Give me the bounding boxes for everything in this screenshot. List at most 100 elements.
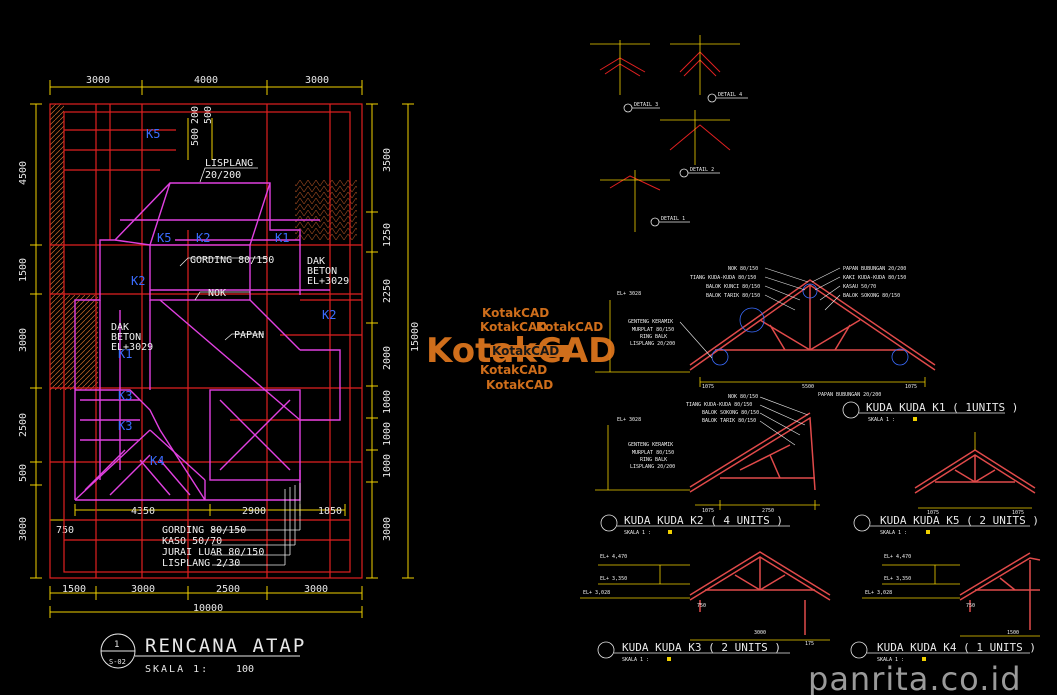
k2-eave-4: LISPLANG 20/200 bbox=[630, 464, 675, 470]
k4-elev-3: EL+ 3,028 bbox=[865, 590, 892, 596]
dim-bottom-1: 1500 bbox=[62, 584, 86, 595]
dim-small-3: 200 bbox=[190, 106, 201, 124]
k5-dim-2: 1075 bbox=[1012, 510, 1024, 516]
k2-dim-1: 1075 bbox=[702, 508, 714, 514]
k2-elevation: EL+ 3028 bbox=[617, 417, 641, 423]
k4-title-block: KUDA KUDA K4 ( 1 UNITS ) SKALA 1 : bbox=[850, 641, 1036, 663]
label-papan: PAPAN bbox=[234, 330, 264, 341]
roof-plan: 3000 4000 3000 1500 3000 2500 3000 10000… bbox=[18, 75, 421, 675]
dim-right-group: 3500 1250 2250 2000 1000 1000 1000 3000 … bbox=[190, 106, 421, 541]
watermark-small-4: KotakCAD bbox=[480, 363, 547, 377]
watermark-small-3: KotakCAD bbox=[536, 320, 603, 334]
label-dak-right-2: BETON bbox=[307, 266, 337, 277]
plan-scale-value: 100 bbox=[236, 664, 254, 675]
k2-eave-2: MURPLAT 80/150 bbox=[632, 450, 674, 456]
watermark-small-5: KotakCAD bbox=[486, 378, 553, 392]
k2-title-block: KUDA KUDA K2 ( 4 UNITS ) SKALA 1 : bbox=[600, 514, 790, 536]
k5-dim-1: 1075 bbox=[927, 510, 939, 516]
legend-lisplang: LISPLANG 2/30 bbox=[162, 558, 240, 569]
plan-title: RENCANA ATAP bbox=[145, 635, 306, 657]
k2-eave-3: RING BALK bbox=[640, 457, 667, 463]
k1-note-l3: BALOK KUNCI 80/150 bbox=[706, 284, 760, 290]
dim-small-2: 500 bbox=[203, 106, 214, 124]
truss-k2: NOK 80/150 TIANG KUDA-KUDA 80/150 BALOK … bbox=[595, 392, 881, 536]
truss-tag-k2-b: K2 bbox=[131, 274, 145, 288]
k1-note-l1: NOK 80/150 bbox=[728, 266, 758, 272]
k1-scale: SKALA 1 : bbox=[868, 417, 895, 423]
dim-small-1: 500 bbox=[190, 128, 201, 146]
k3-elev-3: EL+ 3,028 bbox=[583, 590, 610, 596]
label-lisplang-size: 20/200 bbox=[205, 170, 241, 181]
k1-eave-3: RING BALK bbox=[640, 334, 667, 340]
k2-ridge-note: PAPAN BUBUNGAN 20/200 bbox=[818, 392, 881, 398]
sheet-number: 1 bbox=[114, 640, 119, 650]
k1-note-r4: BALOK SOKONG 80/150 bbox=[843, 293, 900, 299]
dim-inner-1: 4350 bbox=[131, 506, 155, 517]
dim-left-2: 1500 bbox=[18, 258, 29, 282]
k3-elev-1: EL+ 4,470 bbox=[600, 554, 627, 560]
truss-tag-k4: K4 bbox=[150, 454, 164, 468]
k2-note-3: BALOK SOKONG 80/150 bbox=[702, 410, 759, 416]
label-nok: NOK bbox=[208, 288, 226, 299]
k1-note-r3: KASAU 50/70 bbox=[843, 284, 876, 290]
k3-elev-2: EL+ 3,350 bbox=[600, 576, 627, 582]
dim-left-6: 3000 bbox=[18, 517, 29, 541]
label-lisplang: LISPLANG bbox=[205, 158, 253, 169]
plan-roof-lines bbox=[74, 182, 341, 501]
label-dak-right-1: DAK bbox=[307, 256, 325, 267]
k1-title: KUDA KUDA K1 ( 1UNITS ) bbox=[866, 401, 1018, 414]
truss-tag-k2-c: K2 bbox=[322, 308, 336, 322]
label-dak-left-1: DAK bbox=[111, 322, 129, 333]
k1-eave-4: LISPLANG 20/200 bbox=[630, 341, 675, 347]
dim-inner-4: 750 bbox=[56, 525, 74, 536]
k2-eave-1: GENTENG KERAMIK bbox=[628, 442, 673, 448]
dim-top-1: 3000 bbox=[86, 75, 110, 86]
dim-right-5: 1000 bbox=[382, 390, 393, 414]
sheet-code: S-02 bbox=[109, 658, 126, 666]
dim-top-3: 3000 bbox=[305, 75, 329, 86]
dim-left-group: 4500 1500 3000 2500 500 3000 bbox=[18, 161, 29, 541]
dim-top-2: 4000 bbox=[194, 75, 218, 86]
legend-jurai: JURAI LUAR 80/150 bbox=[162, 547, 264, 558]
wall-hatch-left bbox=[50, 104, 64, 390]
k4-elev-2: EL+ 3,350 bbox=[884, 576, 911, 582]
site-watermark: panrita.co.id bbox=[808, 660, 1022, 695]
k4-dim-2: 1500 bbox=[1007, 630, 1019, 636]
k1-overhang-r: 1075 bbox=[905, 384, 917, 390]
label-dak-left-3: EL+3029 bbox=[111, 342, 153, 353]
truss-tag-k5-a: K5 bbox=[146, 127, 160, 141]
dim-right-2: 1250 bbox=[382, 223, 393, 247]
truss-tag-k1-b: K1 bbox=[118, 347, 132, 361]
k1-span: 5500 bbox=[802, 384, 814, 390]
k3-dim-1: 750 bbox=[697, 603, 706, 609]
dim-left-3: 3000 bbox=[18, 328, 29, 352]
dim-right-3: 2250 bbox=[382, 279, 393, 303]
k2-note-4: BALOK TARIK 80/150 bbox=[702, 418, 756, 424]
k1-note-l2: TIANG KUDA-KUDA 80/150 bbox=[690, 275, 756, 281]
k5-scale: SKALA 1 : bbox=[880, 530, 907, 536]
k2-title: KUDA KUDA K2 ( 4 UNITS ) bbox=[624, 514, 783, 527]
k2-scale: SKALA 1 : bbox=[624, 530, 651, 536]
dim-bottom-2: 3000 bbox=[131, 584, 155, 595]
dim-right-1: 3500 bbox=[382, 148, 393, 172]
plan-leaders bbox=[179, 167, 301, 566]
label-dak-left-2: BETON bbox=[111, 332, 141, 343]
k3-dim-3: 175 bbox=[805, 641, 814, 647]
k3-scale: SKALA 1 : bbox=[622, 657, 649, 663]
truss-tag-k2-a: K2 bbox=[196, 231, 210, 245]
truss-tag-k5-b: K5 bbox=[157, 231, 171, 245]
dim-right-6: 1000 bbox=[382, 422, 393, 446]
truss-tag-k3-b: K3 bbox=[118, 419, 132, 433]
truss-tag-k3-a: K3 bbox=[118, 389, 132, 403]
dim-right-8: 3000 bbox=[382, 517, 393, 541]
k3-title: KUDA KUDA K3 ( 2 UNITS ) bbox=[622, 641, 781, 654]
dim-right-4: 2000 bbox=[382, 346, 393, 370]
truss-tag-k1-a: K1 bbox=[275, 231, 289, 245]
watermark-badge-text: KotakCAD bbox=[492, 344, 559, 358]
k4-elev-1: EL+ 4,470 bbox=[884, 554, 911, 560]
plan-scale-label: SKALA 1: bbox=[145, 664, 209, 675]
k1-note-r2: KAKI KUDA-KUDA 80/150 bbox=[843, 275, 906, 281]
k1-eave-2: MURPLAT 80/150 bbox=[632, 327, 674, 333]
truss-tags: K5 K5 K2 K1 K2 K1 K3 K3 K4 K2 bbox=[118, 127, 336, 468]
